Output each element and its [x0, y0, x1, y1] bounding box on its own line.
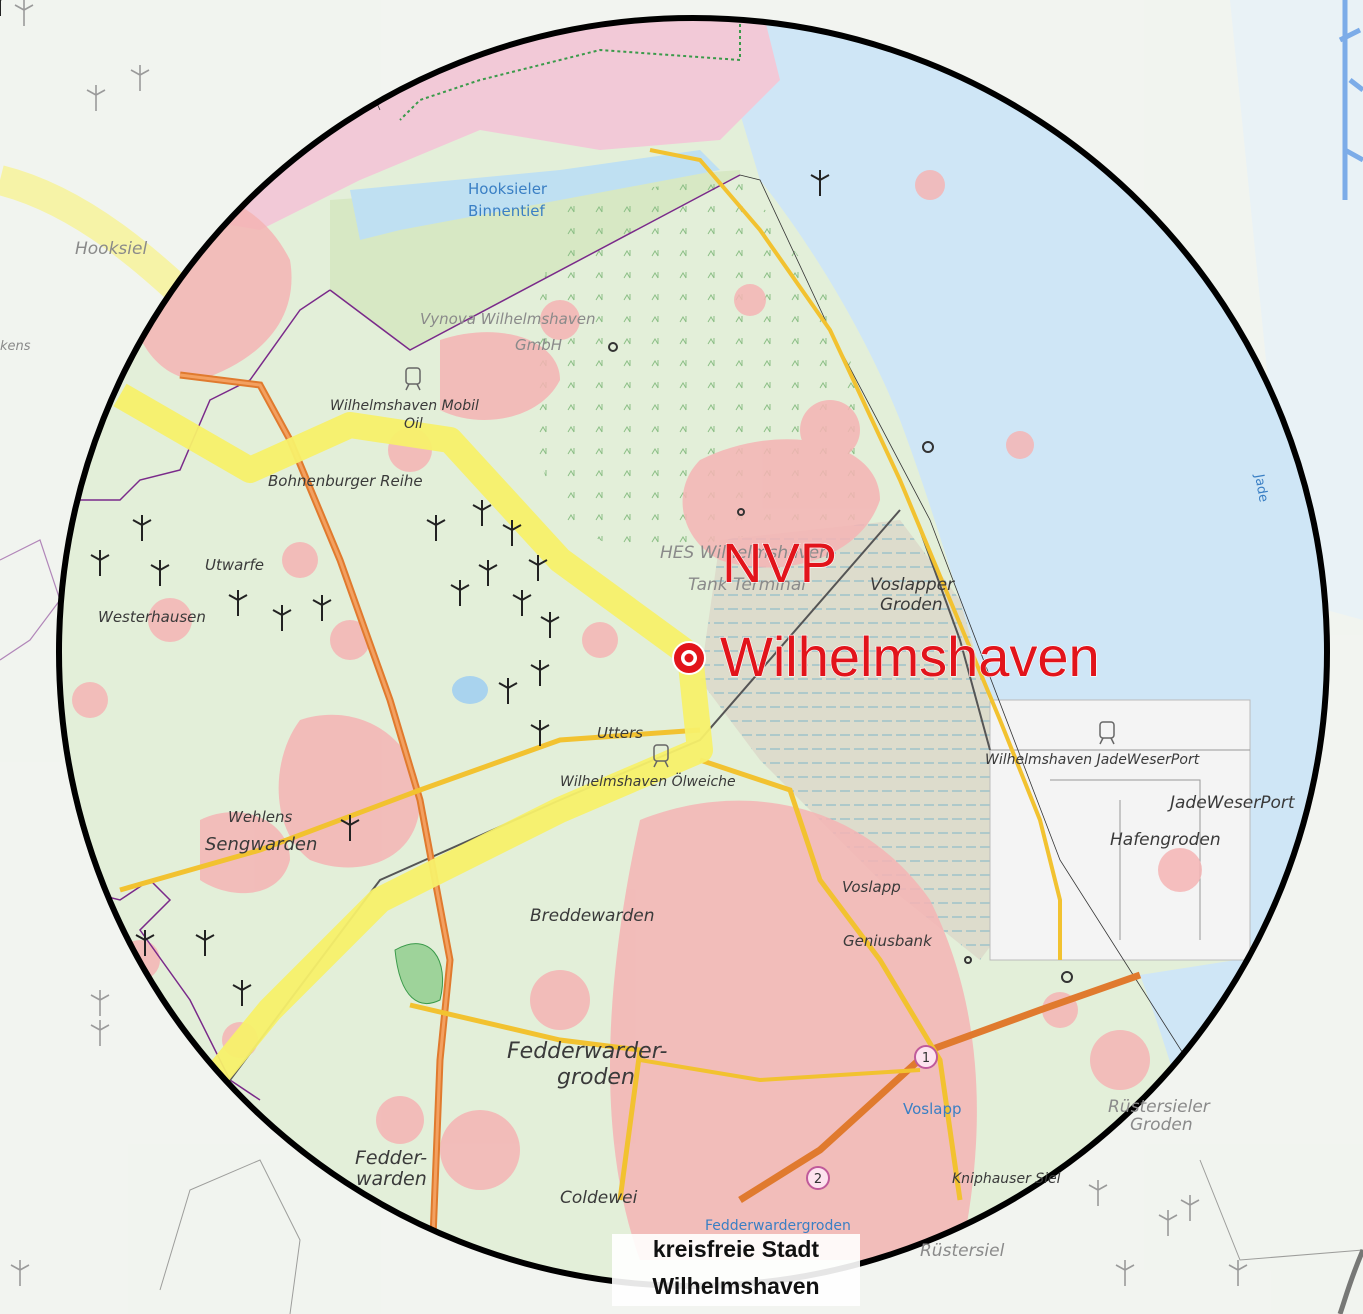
label-utters: Utters	[597, 724, 643, 742]
svg-text:1: 1	[922, 1051, 930, 1066]
wind-turbine-icon	[426, 515, 446, 541]
circle-content	[59, 18, 1327, 1286]
label-hafengroden: Hafengroden	[1110, 830, 1221, 850]
label-breddewarden: Breddewarden	[530, 906, 655, 926]
wind-turbine-icon	[130, 65, 150, 91]
industrial-site-icon	[608, 342, 1073, 983]
wind-turbine-icon	[530, 720, 550, 746]
label-voslapp-village: Voslapp	[842, 878, 901, 896]
wind-turbine-icon	[472, 500, 492, 526]
label-geniusbank: Geniusbank	[843, 932, 933, 950]
wind-turbine-icon	[232, 980, 252, 1006]
label-voslapper-1: Voslapper	[870, 575, 955, 595]
route-badge-1: 1	[914, 1045, 938, 1069]
label-olweiche: Wilhelmshaven Ölweiche	[560, 772, 736, 790]
label-ruestersieler-2: Groden	[1130, 1115, 1193, 1135]
wind-turbine-icon	[1115, 1260, 1135, 1286]
wind-turbine-icon	[1088, 1180, 1108, 1206]
wind-turbine-icon	[528, 555, 548, 581]
route-badge-2: 2	[806, 1166, 830, 1190]
label-vynova-2: GmbH	[515, 336, 562, 354]
wind-turbine-icon	[1158, 1210, 1178, 1236]
wind-turbine-icon	[132, 515, 152, 541]
label-coldewei: Coldewei	[560, 1188, 638, 1208]
label-wilhelmshaven-jadeweserport: Wilhelmshaven JadeWeserPort	[985, 752, 1200, 768]
label-fedderwardergroden-2: groden	[557, 1065, 635, 1090]
poi-label-nvp: NVP	[722, 531, 837, 594]
label-hes-1: HES Wilhelmshaven	[660, 543, 830, 563]
target-marker-icon[interactable]	[672, 641, 706, 675]
label-hooksiel: Hooksiel	[75, 239, 147, 259]
wind-turbine-icon	[195, 930, 215, 956]
wind-turbine-icon	[1180, 1195, 1200, 1221]
admin-label-line2: Wilhelmshaven	[652, 1273, 819, 1299]
label-ruestersieler-1: Rüstersieler	[1108, 1097, 1211, 1117]
wind-turbine-icon	[272, 605, 292, 631]
label-voslapp-district: Voslapp	[903, 1100, 962, 1118]
wind-turbine-icon	[90, 550, 110, 576]
label-fedderwarden-1: Fedder-	[355, 1147, 427, 1169]
label-wehlens: Wehlens	[228, 808, 292, 826]
label-jade: Jade	[1251, 472, 1271, 503]
label-wilhelmshaven-mobil: Wilhelmshaven Mobil	[330, 398, 479, 414]
wind-turbine-icon	[10, 1260, 30, 1286]
wind-turbine-icon	[498, 678, 518, 704]
wind-turbine-icon	[135, 930, 155, 956]
label-kniphauser: Kniphauser Siel	[952, 1171, 1061, 1187]
admin-label-line1: kreisfreie Stadt	[653, 1236, 820, 1262]
wind-turbine-icon	[150, 560, 170, 586]
label-fedderwardergroden-small: Fedderwardergroden	[705, 1218, 851, 1234]
poi-label-wilhelmshaven: Wilhelmshaven	[720, 625, 1100, 688]
wind-turbine-icon	[90, 1020, 110, 1046]
label-oil: Oil	[404, 416, 423, 432]
settlement-areas	[72, 170, 1202, 1260]
label-sengwarden: Sengwarden	[205, 834, 317, 855]
wind-turbine-icon	[540, 612, 560, 638]
label-bohnenburger-reihe: Bohnenburger Reihe	[268, 472, 423, 490]
label-utwarfe: Utwarfe	[205, 556, 264, 574]
label-voslapper-2: Groden	[880, 595, 943, 615]
wind-turbine-icon	[312, 595, 332, 621]
svg-text:2: 2	[814, 1172, 822, 1187]
label-fedderwardergroden-1: Fedderwarder-	[507, 1039, 668, 1064]
label-hooksieler-2: Binnentief	[468, 202, 545, 220]
wind-turbine-icon	[14, 0, 34, 26]
wind-turbine-icon	[502, 520, 522, 546]
wind-turbine-icon	[90, 990, 110, 1016]
label-jadeweserport: JadeWeserPort	[1167, 793, 1296, 813]
wind-turbine-icon	[340, 815, 360, 841]
roads	[119, 148, 1142, 1286]
label-hooksieler-1: Hooksieler	[468, 180, 548, 198]
wind-turbine-icon	[530, 660, 550, 686]
label-vynova-1: Vynova Wilhelmshaven	[420, 310, 595, 328]
label-ruestersiel: Rüstersiel	[920, 1241, 1005, 1261]
wind-turbine-icon	[450, 580, 470, 606]
wind-turbine-icon	[86, 85, 106, 111]
label-westerhausen: Westerhausen	[98, 608, 206, 626]
wind-turbine-icon	[478, 560, 498, 586]
wind-turbine-icon	[228, 590, 248, 616]
admin-label-bg	[612, 1234, 860, 1306]
wind-turbine-icon	[1228, 1260, 1248, 1286]
label-kens: kens	[0, 339, 31, 354]
wind-turbine-icon	[512, 590, 532, 616]
label-hes-2: Tank Terminal	[688, 575, 806, 595]
label-fedderwarden-2: warden	[356, 1168, 427, 1190]
wind-turbine-icon	[810, 170, 830, 196]
rail-station-icon	[405, 367, 1115, 768]
